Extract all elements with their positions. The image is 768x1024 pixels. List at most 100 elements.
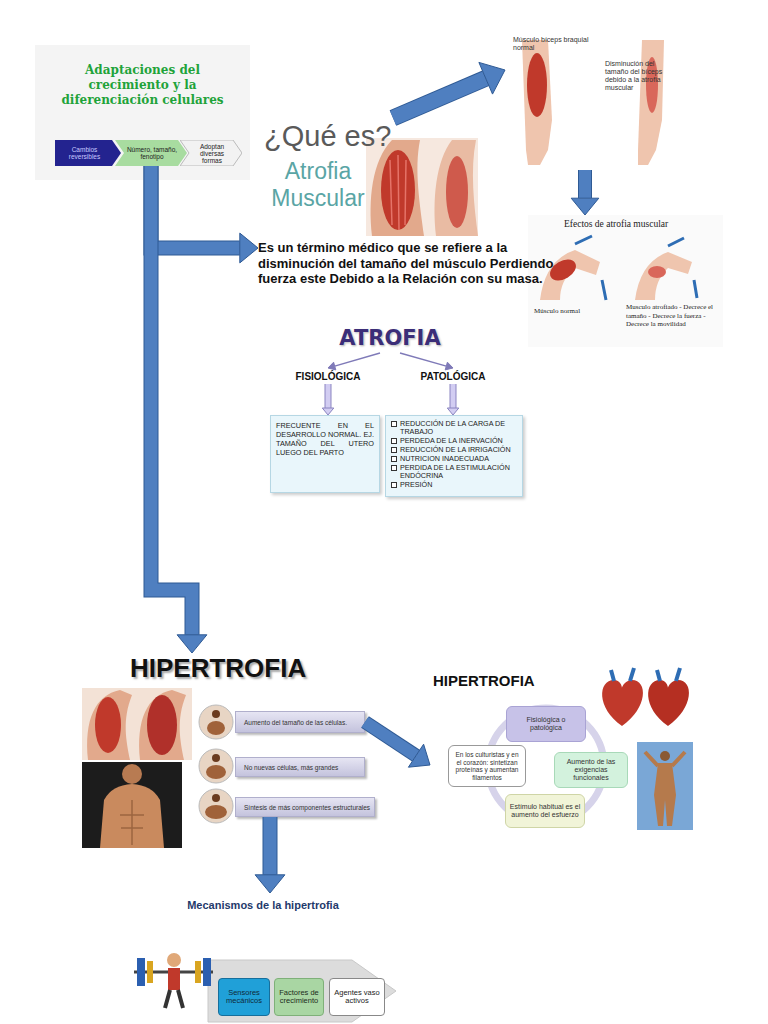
muscle — [446, 156, 468, 228]
node-text: No nuevas células, más grandes — [244, 764, 338, 771]
bullet-row: REDUCCIÓN DE LA IRRIGACIÓN — [391, 446, 517, 454]
arm-skin — [635, 252, 692, 300]
heart-images — [602, 668, 689, 726]
flow-arrow — [151, 166, 258, 263]
arrow-outline — [151, 166, 192, 635]
node-text: Adoptan diversas formas — [180, 143, 242, 164]
bodybuilder-photo — [82, 762, 182, 848]
atrophy-effects-image — [528, 215, 723, 347]
node-text: REDUCCIÓN DE LA CARGA DE TRABAJO — [400, 420, 517, 436]
plate — [195, 961, 201, 983]
feature-box: Aumento del tamaño de las células. — [235, 711, 365, 733]
arm-skin — [435, 140, 478, 236]
bullet-row: PERDEDA DE LA INERVACIÓN — [391, 437, 517, 445]
node-text: PERDIDA DE LA ESTIMULACIÓN ENDÓCRINA — [400, 464, 517, 480]
heart — [602, 680, 643, 726]
arrow-head — [240, 233, 258, 263]
cell-icons — [199, 705, 233, 823]
node-text: REDUCCIÓN DE LA IRRIGACIÓN — [400, 446, 511, 454]
bullet-row: PRESIÓN — [391, 481, 517, 489]
cycle-panel: HIPERTROFIAFisiológica o patológicaAumen… — [430, 668, 710, 833]
flow-arrow — [571, 170, 599, 215]
node-text: Músculo normal — [534, 307, 604, 315]
category-heading: ATROFIA — [325, 323, 455, 353]
arm-skin — [522, 40, 552, 165]
arrow-head — [322, 408, 334, 415]
node-text: Estímulo habitual es el aumento del esfu… — [509, 803, 581, 819]
bullet-row: PERDIDA DE LA ESTIMULACIÓN ENDÓCRINA — [391, 464, 517, 480]
arrow-body — [151, 166, 192, 635]
info-box: REDUCCIÓN DE LA CARGA DE TRABAJOPERDEDA … — [385, 415, 523, 497]
icon-head — [212, 710, 220, 718]
cycle-box: En los culturistas y en el corazón: sint… — [448, 745, 526, 787]
flow-arrow — [447, 384, 459, 415]
muscle — [95, 697, 121, 753]
arrow-outline — [365, 722, 416, 756]
arrow-outline — [325, 384, 332, 408]
node-text: Fisiológica o patológica — [510, 716, 582, 732]
arm-skin — [638, 40, 664, 165]
icon-body — [207, 721, 225, 735]
section-heading: HIPERTROFIA — [130, 653, 320, 687]
flow-arrow — [255, 817, 285, 893]
chevron-step: Adoptan diversas formas — [180, 140, 242, 166]
chevron-outline — [115, 140, 187, 166]
node-text: Disminución del tamaño del bíceps debido… — [605, 60, 675, 92]
photo-background — [637, 742, 693, 830]
node-text: Efectos de atrofia muscular — [564, 219, 668, 229]
bullet-box — [391, 421, 397, 427]
node-text: Síntesis de más componentes estructurale… — [244, 804, 370, 811]
node-text: Sensores mecánicos — [221, 989, 267, 1006]
muscle — [648, 266, 666, 278]
node-text: En los culturistas y en el corazón: sint… — [452, 751, 522, 781]
bullet-row: REDUCCIÓN DE LA CARGA DE TRABAJO — [391, 420, 517, 436]
arrow-body — [400, 353, 446, 366]
atrophy-muscle-image — [366, 138, 478, 236]
node-text: Mecanismos de la hipertrofia — [128, 899, 398, 911]
head — [122, 764, 142, 784]
arm-skin — [139, 690, 186, 760]
node-text: Músculo bíceps braquial normal — [513, 36, 591, 52]
icon-head — [212, 754, 220, 762]
node-text: PERDEDA DE LA INERVACIÓN — [400, 437, 503, 445]
node-text: ATROFIA — [339, 326, 440, 350]
node-text: HIPERTROFIA — [130, 653, 320, 684]
bullet-box — [391, 465, 397, 471]
muscle-fibres — [390, 155, 406, 230]
force-arrow — [575, 236, 606, 300]
node-text: ¿Qué es? — [264, 120, 391, 153]
heart — [648, 680, 689, 726]
muscle — [381, 150, 415, 230]
cycle-box: Estímulo habitual es el aumento del esfu… — [505, 794, 585, 828]
image-background — [82, 688, 192, 760]
arrow-outline — [450, 384, 457, 408]
flow-arrow — [393, 62, 505, 118]
female-bodybuilder-photo — [637, 742, 693, 830]
arrow-body — [451, 384, 456, 408]
muscle — [527, 53, 547, 117]
icon-circle — [199, 749, 233, 783]
node-text: PRESIÓN — [400, 481, 432, 489]
flow-arrow — [400, 353, 453, 370]
node-text: Musculo atrofiado - Decrece el tamaño - … — [626, 303, 718, 329]
arm-skin — [371, 140, 424, 236]
bullet-box — [391, 456, 397, 462]
flow-arrow — [328, 353, 380, 370]
arrow-head — [328, 362, 336, 370]
topic-panel: Adaptaciones del crecimiento y la difere… — [35, 45, 250, 180]
feature-box: No nuevas células, más grandes — [235, 757, 365, 777]
flow-arrow — [151, 166, 207, 653]
bullet-box — [391, 438, 397, 444]
flow-arrow — [322, 384, 334, 415]
arrow-outline — [578, 170, 592, 198]
plate — [203, 958, 211, 986]
body — [654, 763, 676, 826]
chevron-outline — [55, 140, 121, 166]
weightlifter-image — [134, 953, 213, 1008]
head — [167, 953, 181, 967]
image-background — [528, 215, 723, 347]
feature-box: Síntesis de más componentes estructurale… — [235, 797, 375, 817]
hypertrophy-muscle-image — [82, 688, 192, 760]
force-arrow — [668, 238, 697, 298]
